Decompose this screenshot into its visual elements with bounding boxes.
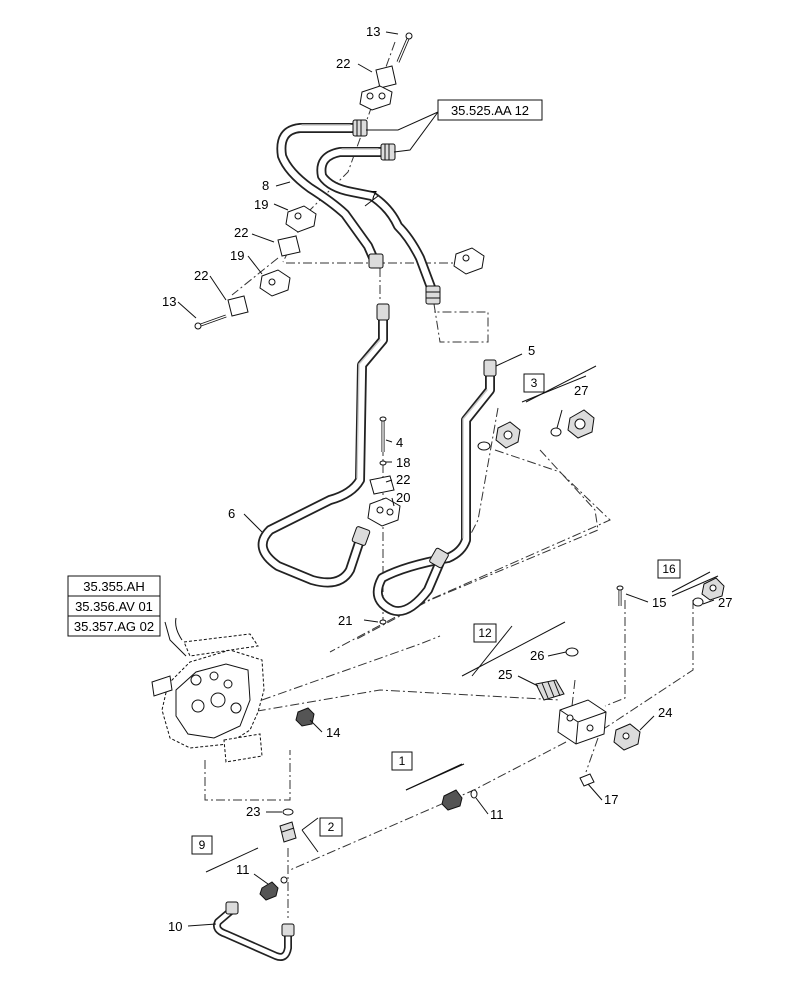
- plug-24: [613, 723, 641, 751]
- clamp-top: [359, 85, 393, 111]
- group-label: 2: [328, 820, 335, 834]
- washer-18: [379, 460, 387, 466]
- pipe-fittings: [225, 119, 497, 937]
- reference-box-stack: 35.355.AH 35.356.AV 01 35.357.AG 02: [67, 575, 161, 637]
- fitting-2: [279, 821, 297, 843]
- callout-14: 14: [326, 725, 340, 740]
- clamp-right-top: [453, 247, 485, 275]
- callout-4: 4: [396, 435, 403, 450]
- bolt-13-lower: [194, 314, 227, 330]
- callout-22: 22: [194, 268, 208, 283]
- oring-26: [565, 647, 579, 657]
- clamp-20: [367, 497, 401, 527]
- clamp-19-lower: [259, 269, 291, 297]
- pipe-6: [257, 311, 388, 588]
- callout-6: 6: [228, 506, 235, 521]
- callout-20: 20: [396, 490, 410, 505]
- callout-11: 11: [236, 862, 250, 877]
- pipe-8: [276, 123, 380, 267]
- group-label: 9: [199, 838, 206, 852]
- callout-23: 23: [246, 804, 260, 819]
- callout-26: 26: [530, 648, 544, 663]
- callout-8: 8: [262, 178, 269, 193]
- pipe-7: [316, 147, 437, 295]
- part-callouts: 13 22 8 7 19 22 19 22 13 5 27 4 18 22 20…: [162, 24, 732, 934]
- group-label: 3: [531, 376, 538, 390]
- connection-lines: [204, 41, 694, 918]
- reference-label: 35.356.AV 01: [75, 599, 153, 614]
- reference-label: 35.355.AH: [83, 579, 144, 594]
- plate-22-mid: [277, 235, 301, 257]
- fitting-14: [295, 707, 315, 727]
- group-box-1: 1: [391, 751, 465, 791]
- group-box-12: 12: [473, 623, 497, 643]
- clamp-19-upper: [285, 205, 317, 233]
- callout-19: 19: [254, 197, 268, 212]
- bolt-4: [379, 416, 387, 452]
- callout-10: 10: [168, 919, 182, 934]
- callout-18: 18: [396, 455, 410, 470]
- reference-box-35-525: 35.525.AA 12: [437, 99, 543, 121]
- plate-22-lower: [227, 295, 249, 317]
- group-label: 1: [399, 754, 406, 768]
- callout-22: 22: [234, 225, 248, 240]
- callout-7: 7: [370, 188, 377, 203]
- callout-27: 27: [718, 595, 732, 610]
- callout-15: 15: [652, 595, 666, 610]
- bolt-15: [616, 585, 624, 606]
- callout-19: 19: [230, 248, 244, 263]
- callout-13: 13: [366, 24, 380, 39]
- pipe-10: [213, 906, 292, 961]
- group-label: 12: [478, 626, 492, 640]
- group-box-2: 2: [319, 817, 343, 837]
- callout-27: 27: [574, 383, 588, 398]
- clip-17: [579, 773, 595, 787]
- oring-23: [282, 808, 294, 816]
- callout-22: 22: [336, 56, 350, 71]
- callout-11: 11: [490, 807, 504, 822]
- reference-label: 35.357.AG 02: [74, 619, 154, 634]
- callout-21: 21: [338, 613, 352, 628]
- pump-assembly: [151, 617, 265, 763]
- group-box-3: 3: [523, 373, 545, 393]
- plate-22-center: [369, 475, 395, 495]
- nut-21: [379, 619, 387, 625]
- group-box-16: 16: [657, 559, 681, 579]
- group-label: 16: [662, 562, 676, 576]
- valve-block: [557, 699, 607, 745]
- leader-lines: [164, 31, 719, 927]
- callout-24: 24: [658, 705, 672, 720]
- fitting-11-left: [259, 876, 288, 901]
- reference-label: 35.525.AA 12: [451, 103, 529, 118]
- group-box-9: 9: [191, 835, 213, 855]
- pipe-5: [372, 363, 495, 616]
- callout-25: 25: [498, 667, 512, 682]
- callout-13: 13: [162, 294, 176, 309]
- fitting-group-3: [477, 409, 595, 451]
- callout-17: 17: [604, 792, 618, 807]
- callout-5: 5: [528, 343, 535, 358]
- bolt-13-top: [396, 32, 413, 63]
- fitting-11-right: [441, 789, 478, 811]
- callout-22: 22: [396, 472, 410, 487]
- fitting-group-16: [692, 577, 725, 607]
- plate-22-top: [375, 65, 397, 89]
- cartridge-25: [535, 679, 565, 701]
